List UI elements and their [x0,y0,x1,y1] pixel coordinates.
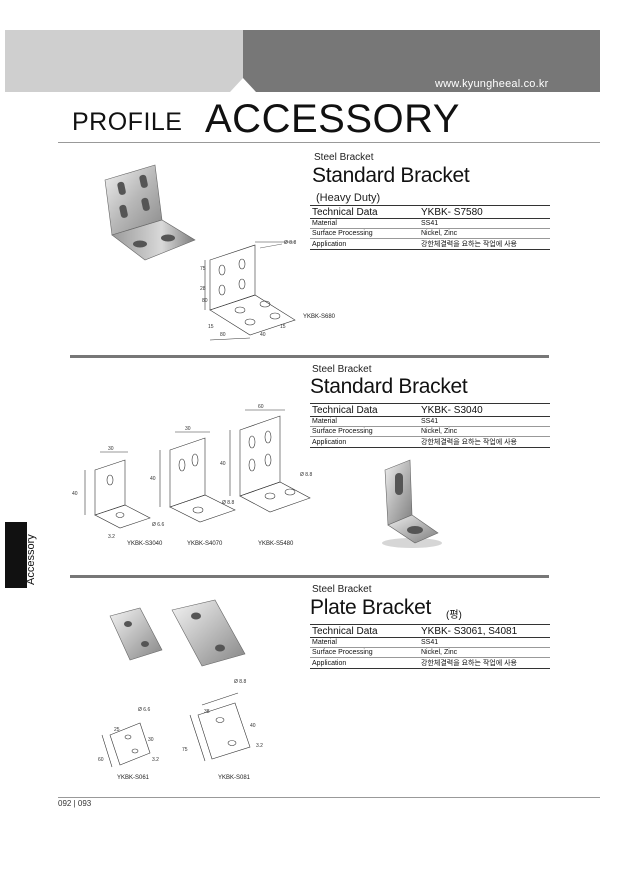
dim-label: 80 [220,332,226,338]
drawing-note: Ø 8.8 [222,500,234,506]
drawing-label: YKBK-S3040 [127,541,163,547]
drawing-note: Ø 8.8 [300,472,312,478]
spec-label: Surface Processing [310,426,419,437]
section-divider [70,355,549,358]
section2-category: Steel Bracket [312,364,372,375]
spec-header-label: Technical Data [310,403,419,417]
drawing-note: Ø 6.6 [138,707,150,713]
dim-label: 15 [208,324,214,330]
page-number: 092 | 093 [58,799,92,808]
section-divider [70,575,549,578]
dim-label: 15 [280,324,286,330]
section1-category: Steel Bracket [314,152,374,163]
spec-label: Material [310,218,419,229]
drawing-label: YKBK-S4070 [187,541,223,547]
header-notch [230,78,256,92]
section3-title: Plate Bracket [310,596,431,619]
spec-value: SS41 [419,637,550,648]
dim-label: 3.2 [108,534,115,540]
spec-label: Application [310,657,419,669]
dim-label: 60 [98,757,104,763]
section3-drawings: Ø 6.6 25 30 60 3.2 Ø 8.8 38 40 75 3.2 [98,679,263,768]
page-title-profile: PROFILE [72,108,183,136]
dim-label: 75 [182,747,188,753]
dim-label: 75 [200,266,206,272]
drawing-note: Ø 6.6 [152,522,164,528]
dim-label: 40 [72,491,78,497]
divider [58,142,600,143]
spec-header-model: YKBK- S3040 [419,403,550,417]
dim-label: 3.2 [152,757,159,763]
drawing-label: YKBK-S081 [218,775,251,781]
drawing-label: YKBK-S5480 [258,541,294,547]
section1-product-photo [104,164,196,261]
spec-label: Application [310,436,419,448]
dim-label: 28 [200,286,206,292]
side-tab-label: Accessory [25,534,37,585]
dim-label: 60 [258,404,264,410]
spec-header-model: YKBK- S3061, S4081 [419,624,550,638]
drawing-label: YKBK-S061 [117,775,150,781]
spec-label: Material [310,637,419,648]
drawing-note: Ø 8.8 [284,240,296,246]
section1-title: Standard Bracket [312,164,470,187]
dim-label: 3.2 [256,743,263,749]
spec-value: 강한체결력을 요하는 작업에 사용 [419,657,550,669]
spec-value: Nickel, Zinc [419,647,550,658]
section1-subtitle: (Heavy Duty) [316,192,381,204]
dim-label: 38 [204,709,210,715]
section3-product-photo [109,599,246,667]
spec-label: Surface Processing [310,647,419,658]
spec-header-label: Technical Data [310,624,419,638]
spec-value: Nickel, Zinc [419,426,550,437]
spec-label: Surface Processing [310,228,419,239]
drawing-note: Ø 8.8 [234,679,246,685]
header-band-left [5,30,243,92]
spec-value: 강한체결력을 요하는 작업에 사용 [419,238,550,250]
spec-value: Nickel, Zinc [419,228,550,239]
dim-label: 30 [185,426,191,432]
spec-header-label: Technical Data [310,205,419,219]
dim-label: 40 [220,461,226,467]
dim-label: 30 [108,446,114,452]
side-tab [5,522,27,588]
spec-value: 강한체결력을 요하는 작업에 사용 [419,436,550,448]
section3-category: Steel Bracket [312,584,372,595]
section2-title: Standard Bracket [310,375,468,398]
footer-divider [58,797,600,798]
dim-label: 25 [114,727,120,733]
spec-header-model: YKBK- S7580 [419,205,550,219]
header-band-right [243,30,600,92]
spec-label: Material [310,416,419,427]
dim-label: 40 [250,723,256,729]
spec-value: SS41 [419,218,550,229]
drawing-label: YKBK-S680 [303,314,336,320]
page-title-accessory: ACCESSORY [205,97,460,141]
dim-label: 80 [202,298,208,304]
section1-drawing: 75 28 80 80 15 40 15 Ø 8.8 [200,240,296,341]
spec-label: Application [310,238,419,250]
site-url[interactable]: www.kyungheeal.co.kr [435,78,549,90]
dim-label: 40 [260,332,266,338]
dim-label: 30 [148,737,154,743]
section3-title-suffix: (평) [446,610,462,621]
spec-value: SS41 [419,416,550,427]
section2-product-photo [382,459,442,548]
section2-drawings: 30 40 30 40 60 40 3.2 Ø 6.6 Ø 8.8 Ø 8.8 [72,404,312,540]
dim-label: 40 [150,476,156,482]
